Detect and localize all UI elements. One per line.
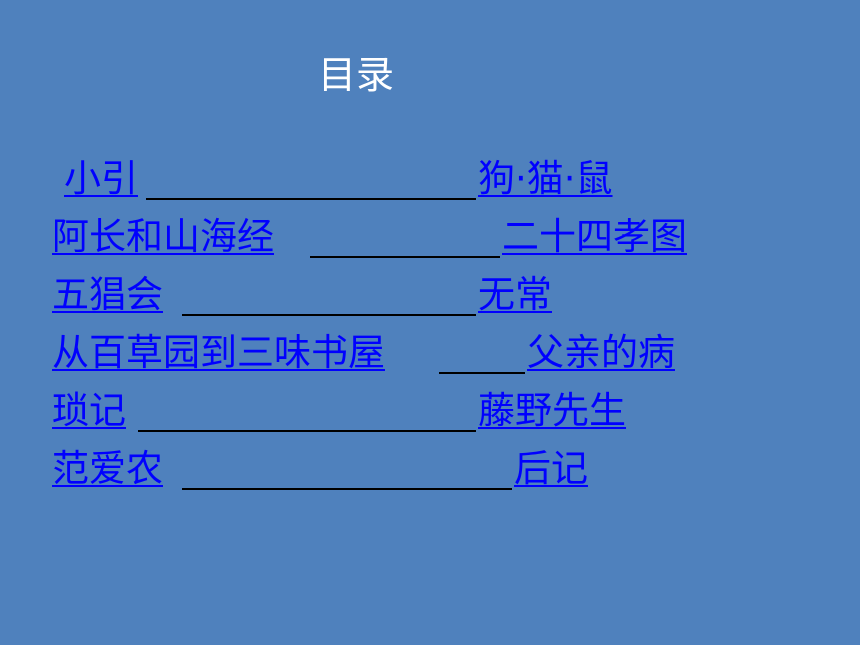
toc-link-ershisi-xiaotu[interactable]: 二十四孝图 (502, 215, 687, 258)
toc-link-wuchang[interactable]: 无常 (478, 273, 552, 316)
toc-link-tengye-xiansheng[interactable]: 藤野先生 (478, 389, 626, 432)
toc-link-xiaoyin[interactable]: 小引 (64, 157, 138, 200)
toc-row: 阿长和山海经 二十四孝图 (52, 214, 812, 272)
toc-link-suoji[interactable]: 琐记 (52, 389, 126, 432)
toc-link-baicaoyuan[interactable]: 从百草园到三味书屋 (52, 331, 385, 374)
leader-line (439, 372, 525, 374)
toc-row: 范爱农 后记 (52, 446, 812, 504)
toc-link-fan-ainong[interactable]: 范爱农 (52, 447, 163, 490)
toc-link-a-chang[interactable]: 阿长和山海经 (52, 215, 274, 258)
toc-row: 琐记 藤野先生 (52, 388, 812, 446)
toc-link-fuqin-de-bing[interactable]: 父亲的病 (527, 331, 675, 374)
toc-link-wuchang-hui[interactable]: 五猖会 (52, 273, 163, 316)
toc-link-gou-mao-shu[interactable]: 狗·猫·鼠 (478, 157, 613, 200)
toc-link-houji[interactable]: 后记 (514, 447, 588, 490)
leader-line (182, 314, 476, 316)
table-of-contents: 小引 狗·猫·鼠 阿长和山海经 二十四孝图 五猖会 无常 从百草园到三味书屋 父… (52, 156, 812, 504)
toc-row: 小引 狗·猫·鼠 (52, 156, 812, 214)
page-title: 目录 (318, 53, 395, 97)
toc-row: 从百草园到三味书屋 父亲的病 (52, 330, 812, 388)
leader-line (146, 198, 476, 200)
leader-line (138, 430, 476, 432)
toc-row: 五猖会 无常 (52, 272, 812, 330)
leader-line (310, 256, 500, 258)
leader-line (182, 488, 512, 490)
